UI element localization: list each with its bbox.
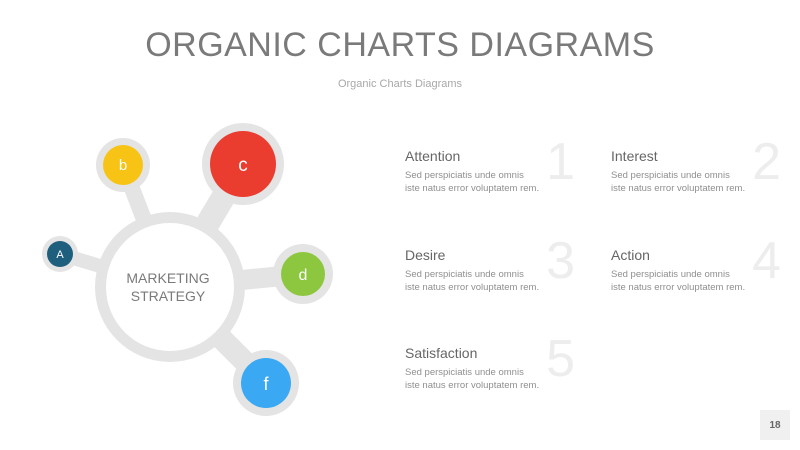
item-desire: 3 Desire Sed perspiciatis unde omnis ist… (405, 235, 575, 327)
node-f-circle (241, 358, 291, 408)
item-number: 1 (546, 133, 575, 191)
page-subtitle: Organic Charts Diagrams (337, 78, 463, 90)
item-desc-line2: iste natus error voluptatem rem. (405, 183, 540, 194)
node-a: A (47, 241, 73, 267)
item-interest: 2 Interest Sed perspiciatis unde omnis i… (611, 136, 781, 228)
item-attention: 1 Attention Sed perspiciatis unde omnis … (405, 136, 575, 228)
item-number: 4 (752, 232, 781, 290)
item-heading: Action (611, 247, 650, 263)
item-desc-line1: Sed perspiciatis unde omnis (405, 269, 524, 280)
item-number: 2 (752, 133, 781, 191)
node-a-circle (47, 241, 73, 267)
item-heading: Desire (405, 247, 446, 263)
item-description: Sed perspiciatis unde omnis iste natus e… (405, 169, 555, 195)
center-label-line1: MARKETING (126, 270, 209, 286)
center-label-line2: STRATEGY (131, 288, 206, 304)
item-description: Sed perspiciatis unde omnis iste natus e… (611, 268, 761, 294)
node-a-label: A (56, 249, 64, 261)
item-desc-line2: iste natus error voluptatem rem. (405, 282, 540, 293)
node-d-label: d (299, 267, 308, 284)
page-title: ORGANIC CHARTS DIAGRAMS (145, 26, 655, 64)
item-number: 3 (546, 232, 575, 290)
item-number: 5 (546, 330, 575, 388)
item-heading: Attention (405, 148, 461, 164)
item-desc-line1: Sed perspiciatis unde omnis (405, 170, 524, 181)
item-description: Sed perspiciatis unde omnis iste natus e… (405, 268, 555, 294)
item-heading: Satisfaction (405, 345, 478, 361)
node-f: f (241, 358, 291, 408)
item-desc-line2: iste natus error voluptatem rem. (405, 380, 540, 391)
node-c: c (210, 131, 276, 197)
center-disc (106, 223, 234, 351)
node-c-label: c (238, 155, 248, 176)
item-desc-line1: Sed perspiciatis unde omnis (611, 170, 730, 181)
node-b: b (103, 145, 143, 185)
item-desc-line2: iste natus error voluptatem rem. (611, 282, 746, 293)
item-desc-line1: Sed perspiciatis unde omnis (611, 269, 730, 280)
node-f-label: f (263, 374, 269, 394)
item-satisfaction: 5 Satisfaction Sed perspiciatis unde omn… (405, 333, 575, 425)
node-c-circle (210, 131, 276, 197)
item-description: Sed perspiciatis unde omnis iste natus e… (611, 169, 761, 195)
node-b-label: b (119, 157, 127, 174)
item-action: 4 Action Sed perspiciatis unde omnis ist… (611, 235, 781, 327)
item-heading: Interest (611, 148, 658, 164)
item-description: Sed perspiciatis unde omnis iste natus e… (405, 366, 555, 392)
node-d: d (281, 252, 325, 296)
item-desc-line2: iste natus error voluptatem rem. (611, 183, 746, 194)
node-d-circle (281, 252, 325, 296)
node-b-circle (103, 145, 143, 185)
item-desc-line1: Sed perspiciatis unde omnis (405, 367, 524, 378)
page-number: 18 (760, 410, 790, 440)
